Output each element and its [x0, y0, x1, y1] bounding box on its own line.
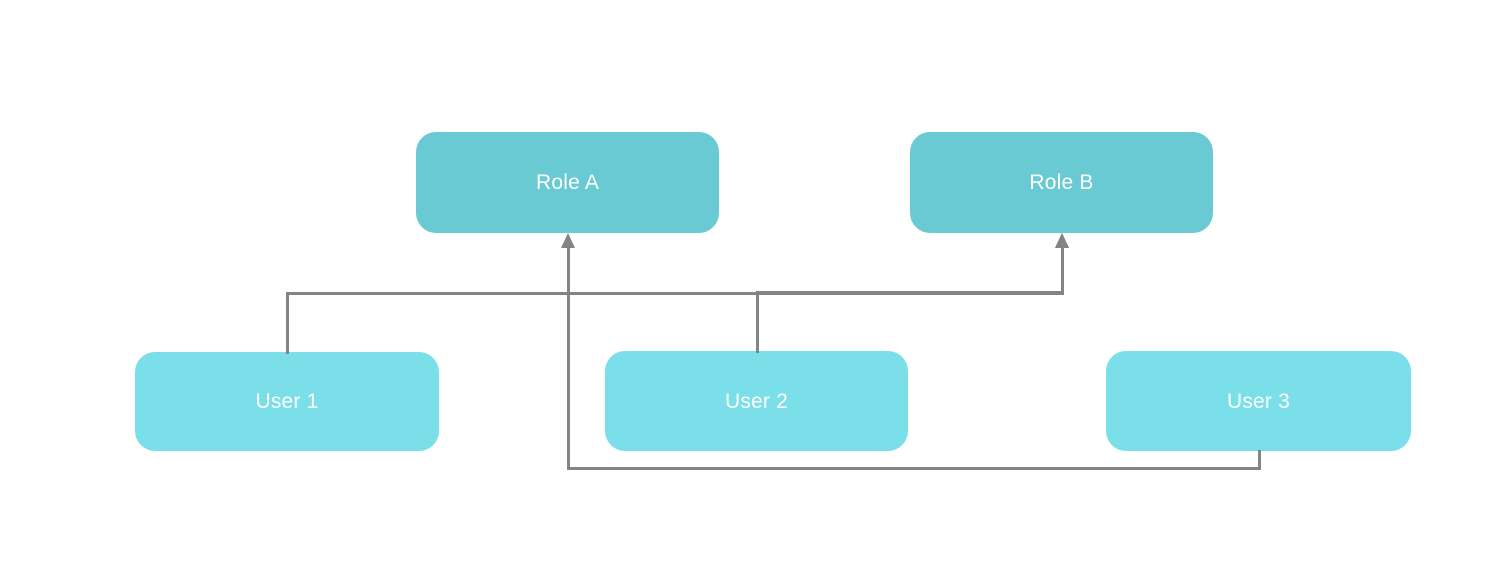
node-label-role-a: Role A	[535, 171, 600, 194]
node-label-user-2: User 2	[724, 389, 789, 413]
edge-user2-roleb-segment	[755, 290, 1064, 294]
node-user-2: User 2	[605, 351, 908, 451]
edge-user3-rolea-segment	[1257, 449, 1261, 470]
edge-user3-rolea-segment	[566, 239, 570, 470]
node-user-3: User 3	[1106, 351, 1411, 451]
node-label-role-b: Role B	[1029, 171, 1094, 194]
node-label-user-1: User 1	[255, 390, 319, 413]
edge-user2-roleb-segment	[755, 290, 759, 353]
node-role-a: Role A	[416, 132, 719, 233]
node-user-1: User 1	[135, 352, 439, 451]
edge-user2-roleb-segment	[1060, 239, 1064, 294]
node-label-user-3: User 3	[1226, 389, 1291, 413]
edge-user3-rolea-segment	[566, 466, 1261, 470]
edge-user1-roleb-segment	[285, 291, 289, 354]
node-role-b: Role B	[910, 132, 1213, 233]
edge-user1-roleb-segment	[285, 291, 1064, 295]
